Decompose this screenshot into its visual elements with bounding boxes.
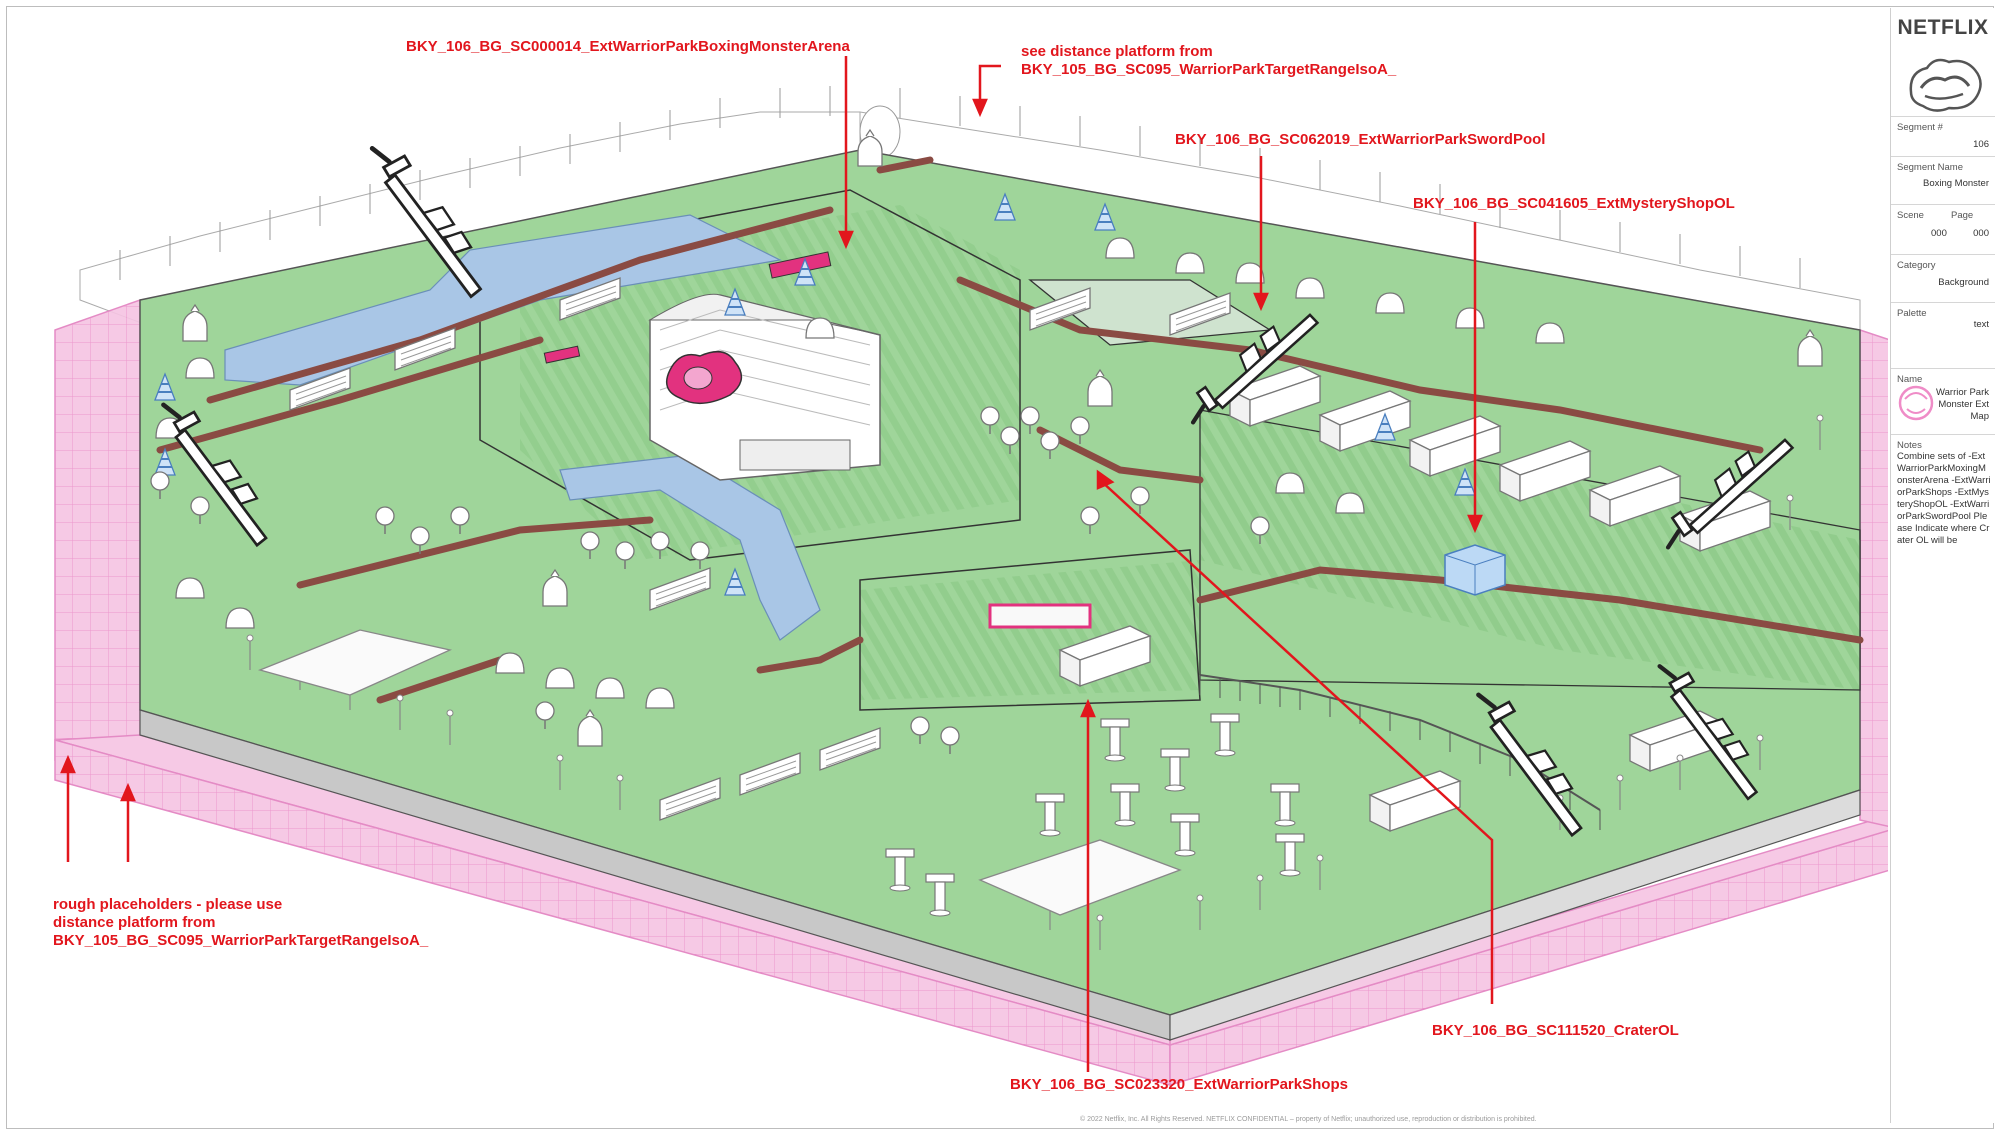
notes-label: Notes: [1897, 440, 1922, 451]
notes-value: Combine sets of -ExtWarriorParkMoxingMon…: [1897, 451, 1991, 546]
label-placeholder-line2: distance platform from: [53, 914, 216, 931]
scene-value: 000: [1931, 228, 1947, 239]
pink-stamp-icon: [1898, 385, 1934, 421]
label-boxing-monster-arena: BKY_106_BG_SC000014_ExtWarriorParkBoxing…: [406, 38, 850, 55]
boxing-arena-building: [648, 293, 881, 481]
scene-label: Scene: [1897, 210, 1924, 221]
red-pads: [543, 251, 1092, 629]
scene-page-field: Scene Page 000 000: [1891, 204, 1995, 254]
category-label: Category: [1897, 260, 1936, 271]
label-placeholder-line3: BKY_105_BG_SC095_WarriorParkTargetRangeI…: [53, 932, 429, 949]
netflix-logo: NETFLIX: [1897, 16, 1989, 39]
label-placeholder-line1: rough placeholders - please use: [53, 896, 283, 913]
pink-placeholder-walls: [54, 298, 1888, 1087]
segment-number-value: 106: [1973, 139, 1989, 150]
palette-field: Palette text: [1891, 302, 1995, 368]
label-distance-platform-line2: BKY_105_BG_SC095_WarriorParkTargetRangeI…: [1021, 61, 1397, 78]
palette-value: text: [1973, 319, 1989, 330]
page-label: Page: [1951, 210, 1974, 221]
annotation-arrows: [60, 56, 1494, 1072]
mystery-shop-cube: [1444, 544, 1506, 596]
label-warrior-park-shops: BKY_106_BG_SC023320_ExtWarriorParkShops: [1010, 1076, 1348, 1093]
label-mystery-shop: BKY_106_BG_SC041605_ExtMysteryShopOL: [1413, 195, 1735, 212]
label-sword-pool: BKY_106_BG_SC062019_ExtWarriorParkSwordP…: [1175, 131, 1546, 148]
segment-name-label: Segment Name: [1897, 162, 1964, 173]
category-field: Category Background: [1891, 254, 1995, 302]
info-sidebar: NETFLIX Segment # 106 Segment Name Boxin…: [1890, 8, 1995, 1123]
battle-kitty-logo-icon: [1909, 58, 1982, 112]
segment-name-field: Segment Name Boxing Monster: [1891, 156, 1995, 204]
name-field: Name Warrior Park Monster Ext Map: [1891, 368, 1995, 434]
palette-label: Palette: [1897, 308, 1927, 319]
segment-name-value: Boxing Monster: [1922, 178, 1989, 189]
page-value: 000: [1973, 228, 1989, 239]
segment-number-label: Segment #: [1897, 122, 1943, 133]
label-crater: BKY_106_BG_SC111520_CraterOL: [1432, 1022, 1679, 1039]
chain-fence: [1199, 674, 1601, 830]
park-map: [54, 56, 1888, 1087]
category-value: Background: [1938, 277, 1989, 288]
copyright-footer: © 2022 Netflix, Inc. All Rights Reserved…: [1080, 1116, 1537, 1123]
name-label: Name: [1897, 374, 1923, 385]
name-value: Warrior Park Monster Ext Map: [1936, 387, 1989, 422]
label-distance-platform-line1: see distance platform from: [1021, 43, 1213, 60]
running-tracks: [156, 156, 1864, 704]
notes-field: Notes Combine sets of -ExtWarriorParkMox…: [1891, 434, 1995, 854]
sand-pits: [257, 629, 1182, 916]
segment-number-field: Segment # 106: [1891, 116, 1995, 156]
